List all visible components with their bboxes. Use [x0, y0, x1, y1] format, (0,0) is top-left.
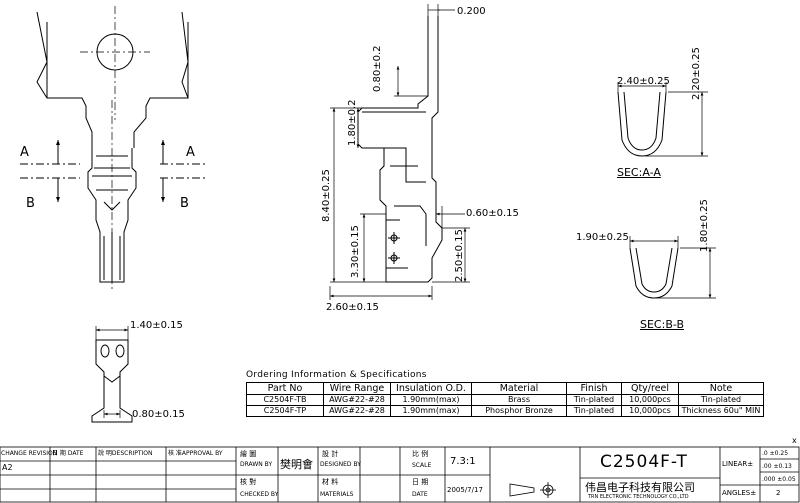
- scale-label-en: SCALE: [412, 462, 432, 469]
- section-b-label-left: B: [26, 196, 35, 211]
- revision-header-change: CHANGE REVISION: [1, 450, 58, 457]
- spec-header-qty: Qty/reel: [621, 382, 679, 395]
- section-b-view: [629, 236, 716, 299]
- spec-cell: 1.90mm(max): [390, 394, 472, 406]
- spec-cell: C2504F-TB: [246, 394, 324, 406]
- spec-cell: AWG#22-#28: [323, 405, 391, 417]
- company-name-cn: 伟昌电子科技有限公司: [585, 481, 695, 494]
- drawn-name: 樊明會: [280, 458, 313, 471]
- dim-side-offset: 0.60±0.15: [466, 208, 519, 219]
- section-b-marker: [20, 177, 205, 202]
- dim-upper-height: 1.80±0.2: [347, 99, 358, 146]
- spec-cell: Tin-plated: [678, 394, 764, 406]
- revision-header-date: 日 期 DATE: [52, 450, 84, 457]
- section-a-view: [617, 82, 708, 157]
- spec-cell: AWG#22-#28: [323, 394, 391, 406]
- spec-row: C2504F-TP AWG#22-#28 1.90mm(max) Phospho…: [246, 405, 764, 417]
- date-label: 日 期: [412, 478, 429, 486]
- section-a-label-right: A: [186, 145, 195, 160]
- designed-label: 設 計: [322, 450, 339, 458]
- spec-cell: 1.90mm(max): [390, 405, 472, 417]
- drawn-label: 繪 圖: [240, 450, 257, 458]
- dim-sec-b-height: 1.80±0.25: [699, 199, 710, 252]
- dim-sec-a-height: 2.20±0.25: [691, 47, 702, 100]
- spec-cell: Tin-plated: [566, 405, 622, 417]
- dim-base-width: 2.60±0.15: [326, 302, 379, 313]
- carrier-strip: [36, 11, 189, 148]
- title-block-grid: [0, 446, 800, 503]
- spec-header-material: Material: [471, 382, 567, 395]
- tolerance-3: .000 ±0.05: [762, 476, 796, 483]
- designed-label-en: DESIGNED BY: [320, 461, 361, 468]
- revision-value: A2: [2, 463, 13, 472]
- section-a-label-left: A: [20, 145, 29, 160]
- dim-tab-height: 0.80±0.2: [372, 45, 383, 92]
- tolerance-2: .00 ±0.13: [762, 463, 792, 470]
- dim-lower-height: 3.30±0.15: [350, 225, 361, 278]
- top-view: [36, 6, 189, 290]
- spec-cell: Thickness 60u" MIN: [678, 405, 764, 417]
- scale-value: 7.3:1: [450, 456, 476, 467]
- spec-row: C2504F-TB AWG#22-#28 1.90mm(max) Brass T…: [246, 394, 764, 406]
- spec-header-wire-range: Wire Range: [323, 382, 391, 395]
- tolerance-1: .0 ±0.25: [762, 450, 789, 457]
- dim-bottom-gap: 0.80±0.15: [132, 409, 185, 420]
- dim-sec-a-width: 2.40±0.25: [617, 76, 670, 87]
- date-value: 2005/7/17: [447, 486, 483, 494]
- section-a-caption: SEC:A-A: [617, 166, 661, 179]
- spec-cell: 10,000pcs: [621, 394, 679, 406]
- date-label-en: DATE: [412, 491, 428, 498]
- side-view-dimensions: [329, 4, 470, 300]
- spec-cell: Tin-plated: [566, 394, 622, 406]
- spec-cell: C2504F-TP: [246, 405, 324, 417]
- spec-header-part-no: Part No: [246, 382, 324, 395]
- dim-sec-b-width: 1.90±0.25: [576, 232, 629, 243]
- angles-value: 2: [776, 489, 781, 497]
- scale-label: 比 例: [412, 450, 429, 458]
- spec-header-finish: Finish: [566, 382, 622, 395]
- dim-total-height: 8.40±0.25: [321, 169, 332, 222]
- materials-label: 材 料: [322, 478, 339, 486]
- projection-symbol: [509, 482, 556, 498]
- side-view: [357, 16, 443, 283]
- spec-cell: 10,000pcs: [621, 405, 679, 417]
- spec-table-header: Part No Wire Range Insulation O.D. Mater…: [246, 382, 764, 395]
- bottom-view: [91, 326, 133, 423]
- drawn-label-en: DRAWN BY: [240, 461, 273, 468]
- checked-label-en: CHECKED BY: [240, 491, 279, 498]
- angles-label: ANGLES±: [722, 489, 757, 497]
- spec-cell: Phosphor Bronze: [471, 405, 567, 417]
- spec-table-title: Ordering Information & Specifications: [246, 370, 427, 380]
- revision-header-approval: 核 准APPROVAL BY: [168, 450, 223, 457]
- corner-mark: x: [792, 436, 797, 445]
- spec-header-note: Note: [678, 382, 764, 395]
- section-b-label-right: B: [180, 196, 189, 211]
- spec-header-insulation: Insulation O.D.: [390, 382, 472, 395]
- section-b-caption: SEC:B-B: [640, 318, 684, 331]
- company-name-en: TRN ELECTRONIC TECHNOLOGY CO.,LTD: [588, 494, 689, 500]
- checked-label: 核 對: [240, 478, 257, 486]
- linear-label: LINEAR±: [722, 460, 754, 468]
- revision-header-description: 說 明DESCRIPTION: [98, 450, 153, 457]
- spec-table: Part No Wire Range Insulation O.D. Mater…: [246, 382, 764, 417]
- materials-label-en: MATERIALS: [320, 491, 354, 498]
- section-a-marker: [20, 140, 205, 165]
- dim-top-thickness: 0.200: [457, 6, 486, 17]
- spec-cell: Brass: [471, 394, 567, 406]
- part-number: C2504F-T: [600, 452, 688, 472]
- dim-bottom-width: 1.40±0.15: [130, 320, 183, 331]
- dim-slot-height: 2.50±0.15: [454, 229, 465, 282]
